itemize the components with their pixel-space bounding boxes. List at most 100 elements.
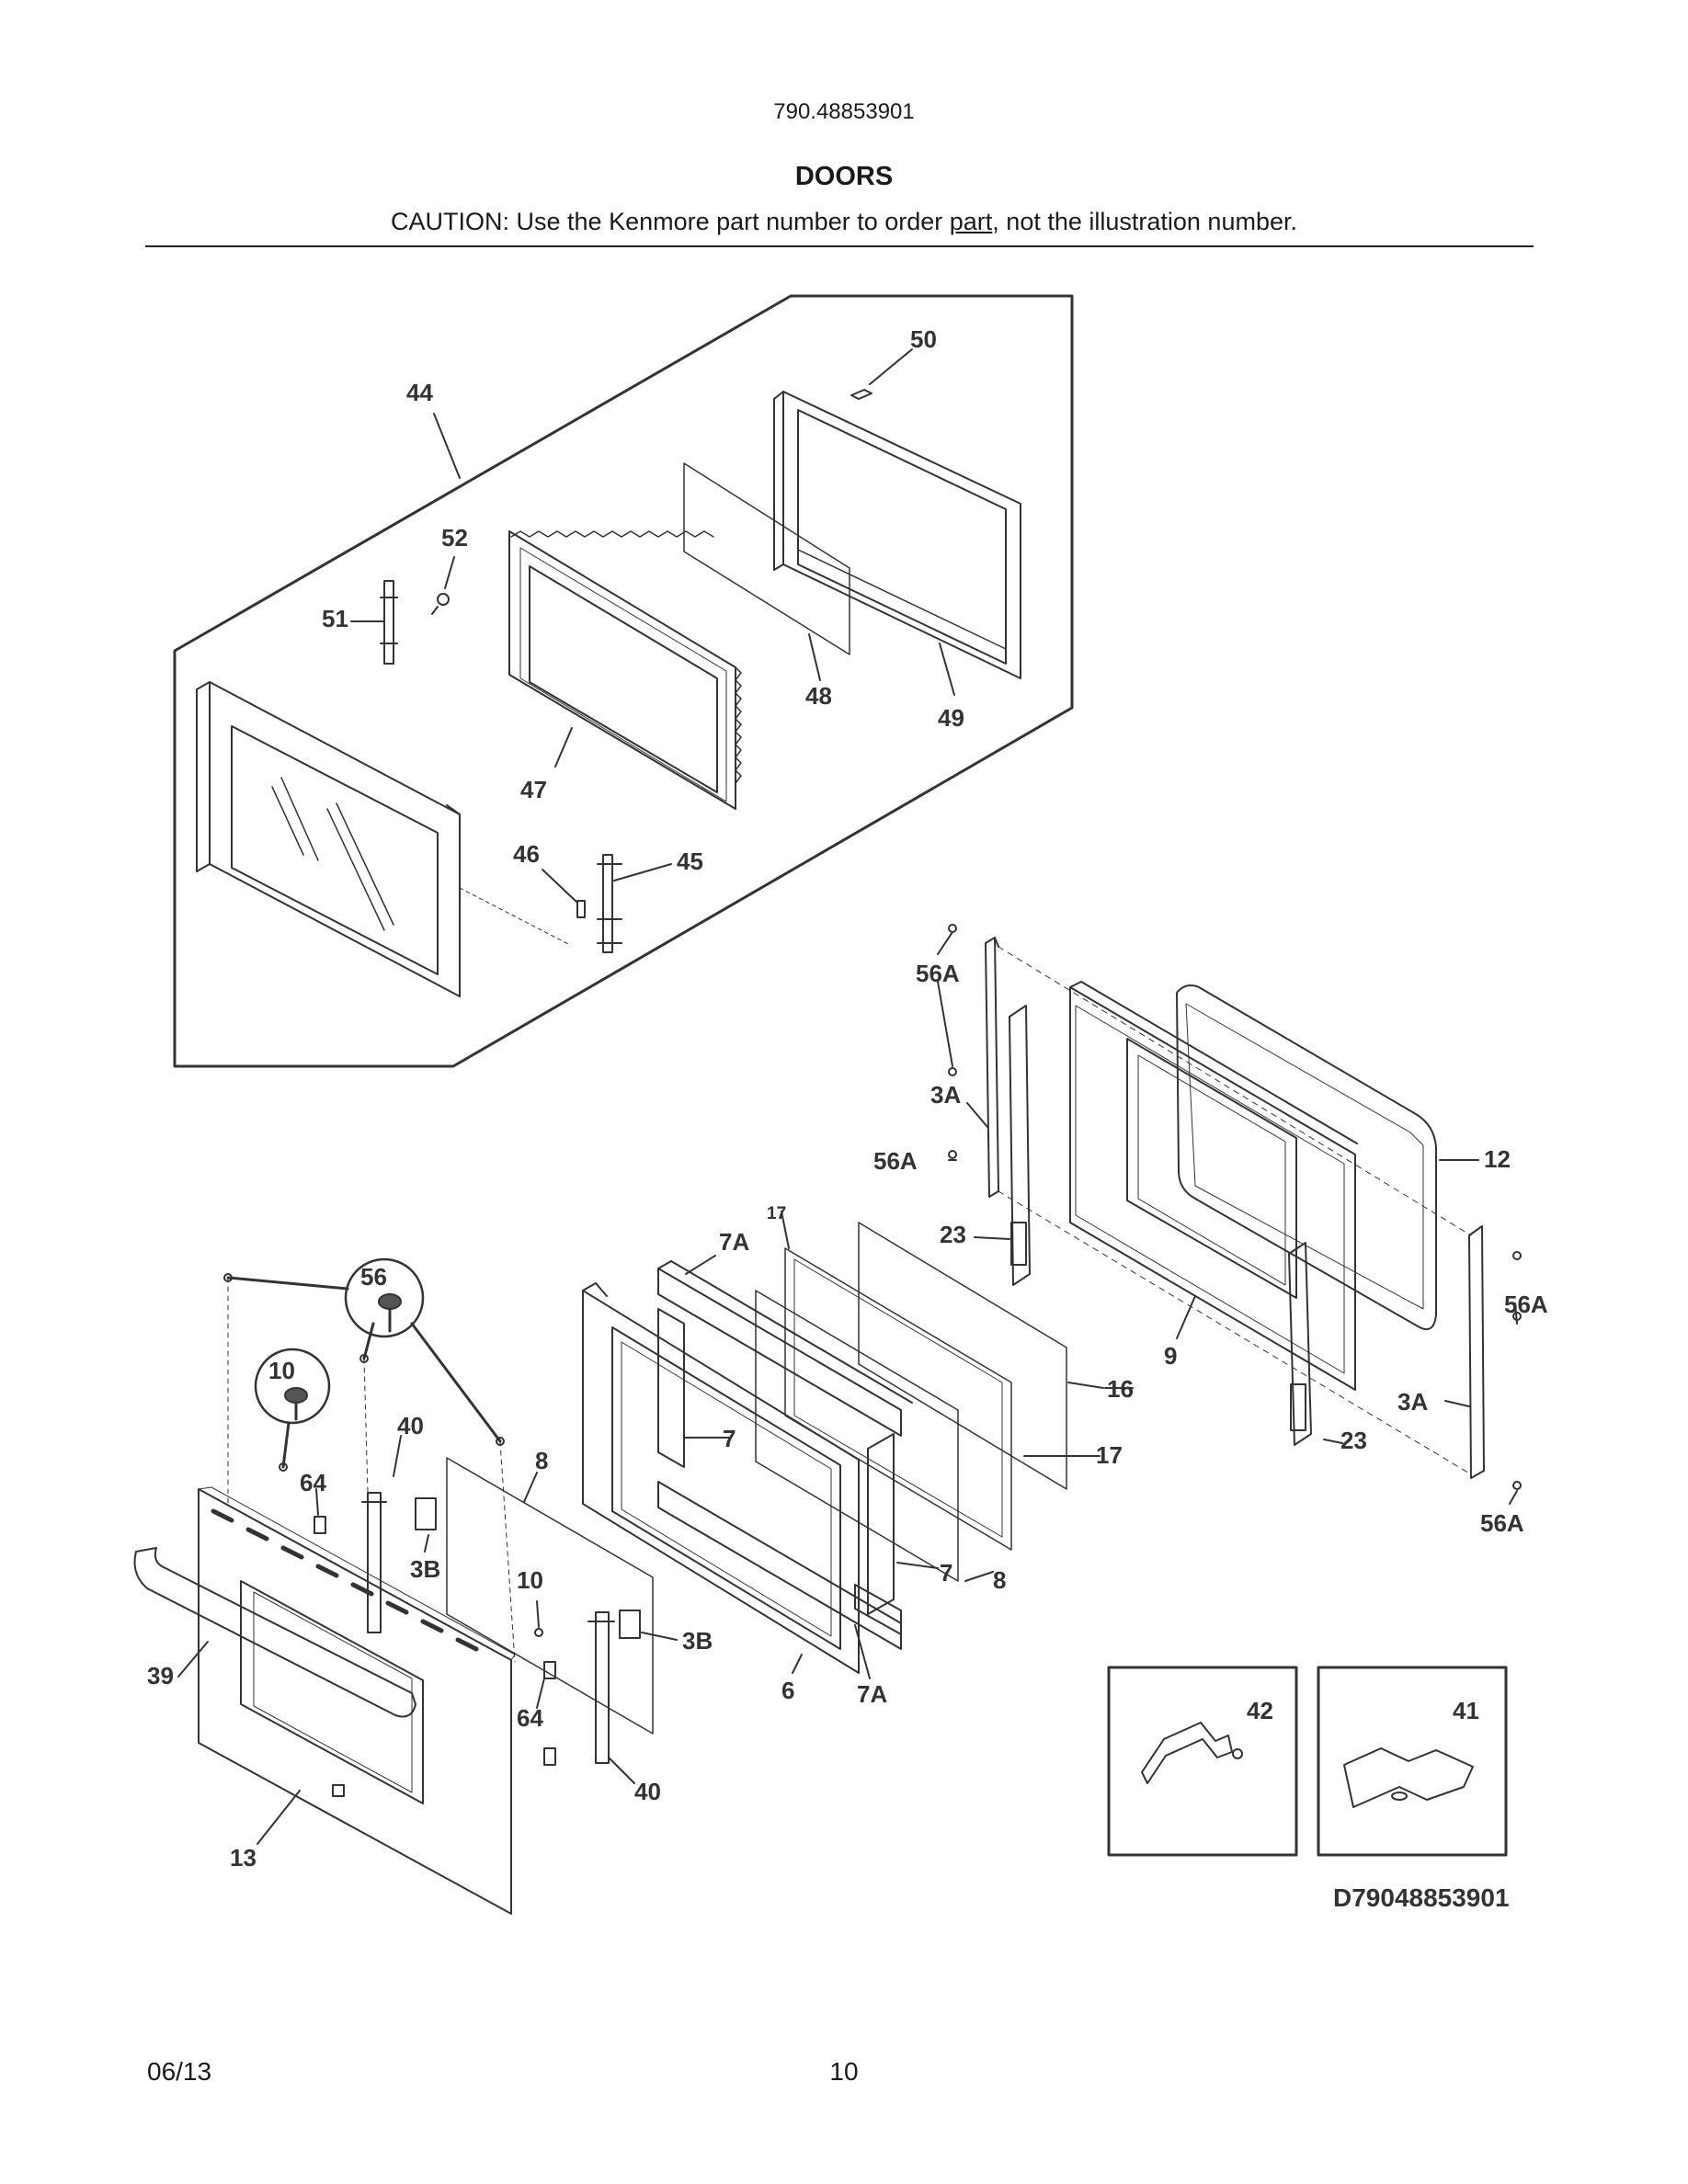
screw-56A-b: [948, 1067, 957, 1076]
clip-46: [576, 900, 586, 918]
inner-door-liner-9: [1069, 981, 1358, 1391]
caution-text: CAUTION: Use the Kenmore part number to …: [0, 208, 1688, 236]
caution-text-start: CAUTION: Use the Kenmore part number to …: [391, 208, 950, 235]
caution-text-end: , not the illustration number.: [992, 208, 1297, 235]
callout-3B-right: 3B: [682, 1627, 713, 1655]
clip-3B-left: [415, 1497, 437, 1530]
callout-47: 47: [520, 776, 547, 803]
glass-pane-48: [683, 462, 850, 655]
footer-page-number: 10: [829, 2057, 859, 2086]
caution-underlined-word: part: [949, 208, 993, 235]
door-gasket-12: [1176, 984, 1437, 1331]
clip-64-bottom: [543, 1661, 556, 1679]
bracket-51: [380, 580, 398, 665]
callout-48: 48: [805, 682, 832, 710]
callout-44: 44: [406, 379, 433, 406]
screw-10-icon: [284, 1387, 308, 1421]
callout-49: 49: [938, 704, 964, 732]
callout-8-top: 8: [535, 1447, 548, 1474]
glass-pane-8-right: [755, 1290, 959, 1582]
glass-frame-49: [773, 391, 1021, 679]
screw-56A-d: [1512, 1251, 1522, 1260]
callout-7A-top: 7A: [719, 1228, 749, 1256]
detail-box-41: [1317, 1666, 1508, 1857]
callout-56A-a: 56A: [916, 960, 960, 987]
screw-56-icon: [378, 1293, 402, 1333]
callout-56A-d: 56A: [1480, 1509, 1524, 1537]
callout-10-mid: 10: [517, 1566, 543, 1594]
inner-door-frame-6: [582, 1282, 860, 1674]
callout-17-small: 17: [767, 1204, 786, 1223]
insulation-7A-bottom: [854, 1584, 902, 1635]
callout-labels: 44 50 52 51 48 49 47 46 45 56A 3A 56A 12…: [147, 325, 1548, 1912]
callout-7-right: 7: [940, 1559, 952, 1587]
callout-40-bottom: 40: [634, 1778, 661, 1805]
header-divider: [145, 245, 1534, 247]
callout-6: 6: [781, 1677, 794, 1704]
screw-10-middle: [534, 1628, 543, 1637]
door-handle-39: [133, 1547, 416, 1718]
glass-frame-47: [508, 530, 742, 810]
screw-52: [431, 593, 450, 615]
insulation-7A-top: [657, 1260, 913, 1437]
callout-3B-left: 3B: [410, 1555, 440, 1583]
callout-56A-c: 56A: [1504, 1291, 1548, 1318]
glass-pane-17-small: [784, 1247, 1012, 1551]
hinge-23-right: [1288, 1242, 1312, 1446]
callout-50: 50: [910, 325, 937, 353]
outer-door-panel-13: [198, 1486, 516, 1915]
callout-3A-a: 3A: [930, 1081, 961, 1109]
inset-boundary: [173, 294, 1074, 1068]
callout-41: 41: [1453, 1697, 1479, 1724]
glass-pane-16: [858, 1222, 1067, 1490]
callout-3A-b: 3A: [1397, 1388, 1428, 1416]
callout-42: 42: [1247, 1697, 1273, 1724]
callout-64-top: 64: [300, 1469, 326, 1496]
callout-45: 45: [677, 847, 703, 875]
bracket-40-top: [361, 1492, 387, 1633]
callout-23-a: 23: [940, 1221, 966, 1248]
clip-64-top: [314, 1516, 326, 1534]
outer-door-glass-panel: [196, 681, 461, 997]
bracket-40-bottom: [587, 1611, 615, 1764]
diagram-code: D79048853901: [1333, 1883, 1510, 1912]
callout-8-right: 8: [993, 1566, 1006, 1594]
callout-9: 9: [1164, 1342, 1177, 1370]
callout-10-circle: 10: [268, 1357, 295, 1384]
screw-detail-circle-56: [344, 1257, 425, 1338]
callout-17-right: 17: [1096, 1441, 1123, 1469]
callout-56: 56: [360, 1263, 387, 1291]
callout-51: 51: [322, 605, 348, 632]
section-title: DOORS: [794, 162, 894, 191]
callout-7-mid: 7: [723, 1425, 736, 1452]
insulation-7-left: [657, 1308, 685, 1468]
bracket-41: [1343, 1747, 1474, 1808]
callout-12: 12: [1484, 1145, 1511, 1173]
callout-7A-bottom: 7A: [857, 1680, 887, 1708]
door-glass-8-left: [446, 1457, 654, 1735]
callout-56A-b: 56A: [873, 1147, 918, 1175]
callout-52: 52: [441, 524, 468, 552]
hinge-support-3A-right: [1468, 1225, 1485, 1479]
screw-56A-f: [1512, 1481, 1522, 1490]
bracket-42: [1141, 1722, 1233, 1784]
screw-56A-a: [948, 924, 957, 933]
screw-56A-c: [948, 1150, 957, 1159]
callout-13: 13: [230, 1844, 257, 1871]
callout-23-b: 23: [1340, 1427, 1367, 1454]
clip-50: [850, 389, 873, 400]
clip-64-bottom-b: [543, 1747, 556, 1766]
footer-date: 06/13: [147, 2057, 212, 2086]
callout-64-bottom: 64: [517, 1704, 543, 1732]
callout-40-top: 40: [397, 1412, 424, 1439]
callout-46: 46: [513, 840, 540, 868]
model-number: 790.48853901: [773, 99, 915, 124]
screw-detail-circle-10: [254, 1348, 331, 1425]
hinge-23-left: [1009, 1005, 1031, 1286]
insulation-7-bottom: [657, 1481, 902, 1650]
insulation-7-right: [867, 1433, 895, 1615]
hinge-support-3A-left: [985, 937, 999, 1198]
callout-16: 16: [1107, 1375, 1134, 1403]
callout-39: 39: [147, 1662, 174, 1689]
